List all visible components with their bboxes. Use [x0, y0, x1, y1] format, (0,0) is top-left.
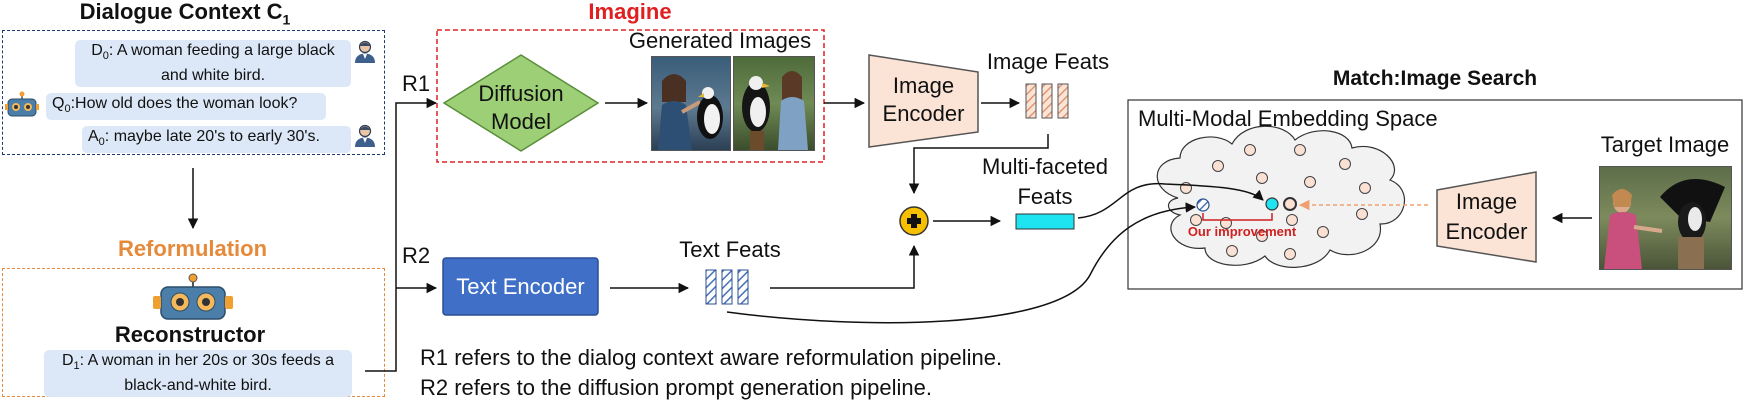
dialogue-q0-bubble: Q0:How old does the woman look?: [46, 93, 326, 121]
r2-note: R2 refers to the diffusion prompt genera…: [420, 375, 933, 400]
diffusion-model-diamond: [442, 54, 600, 152]
r1-label: R1: [401, 71, 431, 96]
dialogue-d0-bubble: D0: A woman feeding a large black and wh…: [75, 40, 351, 88]
dialogue-box: [2, 30, 385, 155]
generated-images-label: Generated Images: [628, 28, 812, 53]
embedding-cloud: [1156, 125, 1406, 268]
bot-icon: [5, 91, 39, 117]
dialogue-a0-bubble: A0: maybe late 20's to early 30's.: [82, 126, 351, 154]
text-feats-icon: [705, 269, 749, 305]
multi-faceted-feats-bar: [1015, 213, 1075, 230]
reconstructor-robot-icon: [153, 273, 233, 320]
dialogue-title: Dialogue Context C1: [79, 0, 291, 28]
multi-faceted-feats-label: Multi-faceted Feats: [982, 154, 1108, 209]
generated-image-1: [651, 56, 731, 151]
fusion-plus-icon: [899, 206, 929, 236]
text-encoder-box: [442, 257, 599, 316]
r1-route-arrow: [365, 97, 438, 372]
text-feats-to-fusion-arrow: [770, 244, 920, 289]
woman-bird-illustration: [742, 71, 808, 150]
image-encoder-label: Image Encoder: [882, 73, 965, 126]
image-feats-label: Image Feats: [986, 49, 1110, 74]
text-encoder-label: Text Encoder: [456, 274, 585, 299]
woman-bird-illustration: [658, 74, 723, 150]
user-avatar-icon: [355, 124, 375, 147]
match-title: Match:Image Search: [1332, 67, 1538, 90]
target-image: [1599, 166, 1732, 270]
improvement-label: Our improvement: [1187, 224, 1297, 239]
text-feats-label: Text Feats: [679, 237, 781, 262]
generated-image-2: [733, 56, 815, 151]
target-point: [1283, 197, 1297, 211]
woman-bird-illustration: [1604, 179, 1725, 269]
target-image-encoder-trapezoid: [1436, 171, 1537, 263]
reformulation-title: Reformulation: [117, 236, 268, 261]
user-avatar-icon: [355, 40, 375, 63]
reformulation-d1-bubble: D1: A woman in her 20s or 30s feeds a bl…: [44, 350, 352, 398]
image-feats-to-fusion-arrow: [908, 134, 1049, 195]
diffusion-model-label: Diffusion Model: [478, 81, 564, 134]
embedding-dots: [1180, 144, 1371, 260]
target-image-label: Target Image: [1600, 132, 1730, 157]
text-query-point: [1196, 198, 1210, 212]
embedding-space-label: Multi-Modal Embedding Space: [1138, 106, 1438, 131]
multi-faceted-query-point: [1265, 197, 1279, 211]
r1-note: R1 refers to the dialog context aware re…: [420, 345, 1003, 370]
multi-feats-to-embedding-arrow: [1077, 183, 1264, 219]
image-encoder-trapezoid: [868, 54, 979, 148]
text-feats-to-embedding-arrow: [726, 202, 1197, 324]
r2-label: R2: [401, 243, 431, 268]
image-feats-icon: [1025, 83, 1069, 119]
reconstructor-label: Reconstructor: [114, 322, 266, 347]
target-image-encoder-label: Image Encoder: [1445, 189, 1528, 244]
imagine-box: [436, 29, 825, 163]
improvement-bracket: [1202, 213, 1273, 221]
imagine-title: Imagine: [588, 0, 672, 24]
